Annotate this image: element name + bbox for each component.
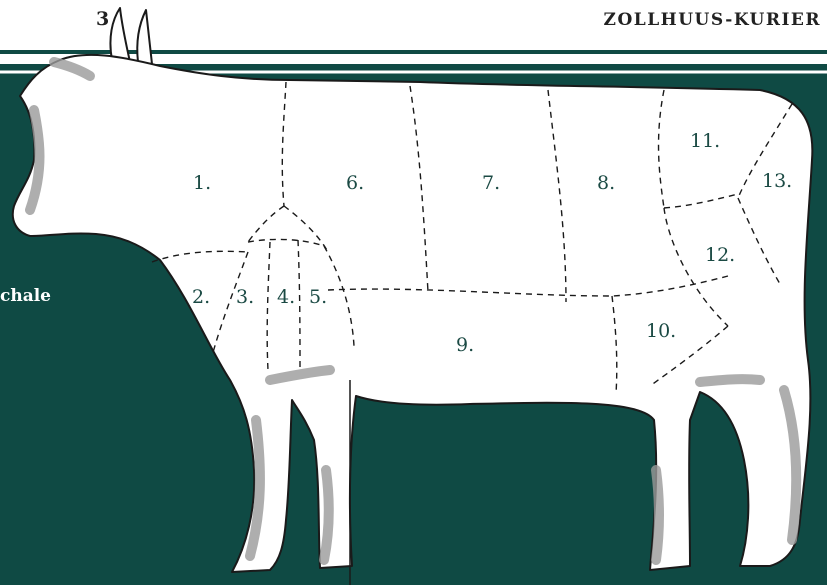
cut-label-4: 4. — [277, 286, 295, 308]
horn-right — [137, 10, 152, 64]
cut-label-12: 12. — [705, 244, 735, 266]
cut-label-2: 2. — [192, 286, 210, 308]
cut-label-11: 11. — [690, 130, 720, 152]
cut-label-7: 7. — [482, 172, 500, 194]
cut-label-3: 3. — [236, 286, 254, 308]
cut-label-1: 1. — [193, 172, 211, 194]
cut-label-8: 8. — [597, 172, 615, 194]
cut-label-5: 5. — [309, 286, 327, 308]
cut-label-13: 13. — [762, 170, 792, 192]
cut-label-6: 6. — [346, 172, 364, 194]
publication-title: ZOLLHUUS-KURIER — [604, 10, 821, 30]
horn-left — [110, 8, 130, 62]
page-number: 3 — [96, 8, 109, 30]
cut-label-10: 10. — [646, 320, 676, 342]
cut-label-9: 9. — [456, 334, 474, 356]
side-text: chale — [0, 286, 51, 306]
